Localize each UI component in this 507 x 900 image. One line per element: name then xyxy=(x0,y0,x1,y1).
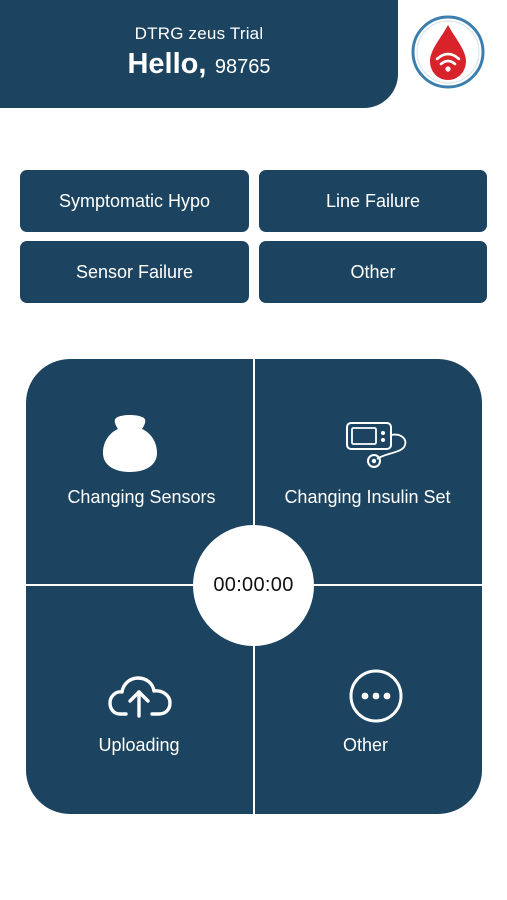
uploading-tile[interactable]: Uploading xyxy=(26,586,253,811)
trial-name: DTRG zeus Trial xyxy=(134,24,264,43)
more-icon xyxy=(349,669,403,723)
insulin-pump-icon xyxy=(346,422,407,468)
header-banner: DTRG zeus Trial Hello, 98765 xyxy=(0,0,398,108)
changing-insulin-set-tile[interactable]: Changing Insulin Set xyxy=(255,359,482,584)
other-event-button[interactable]: Other xyxy=(259,241,487,303)
greeting: Hello, 98765 xyxy=(0,48,398,81)
other-activity-tile[interactable]: Other xyxy=(255,586,482,811)
changing-sensors-label: Changing Sensors xyxy=(67,487,216,507)
changing-sensors-tile[interactable]: Changing Sensors xyxy=(26,359,253,584)
changing-insulin-set-label: Changing Insulin Set xyxy=(284,487,451,507)
cloud-upload-icon xyxy=(108,676,172,718)
sensor-icon xyxy=(103,415,157,472)
line-failure-button[interactable]: Line Failure xyxy=(259,170,487,232)
elapsed-timer[interactable]: 00:00:00 xyxy=(193,525,314,646)
user-id: 98765 xyxy=(214,56,271,78)
blood-drop-wifi-icon[interactable] xyxy=(410,14,486,90)
greeting-hello: Hello, xyxy=(127,48,207,80)
sensor-failure-button[interactable]: Sensor Failure xyxy=(20,241,249,303)
symptomatic-hypo-button[interactable]: Symptomatic Hypo xyxy=(20,170,249,232)
other-activity-label: Other xyxy=(342,735,389,755)
uploading-label: Uploading xyxy=(98,735,180,755)
